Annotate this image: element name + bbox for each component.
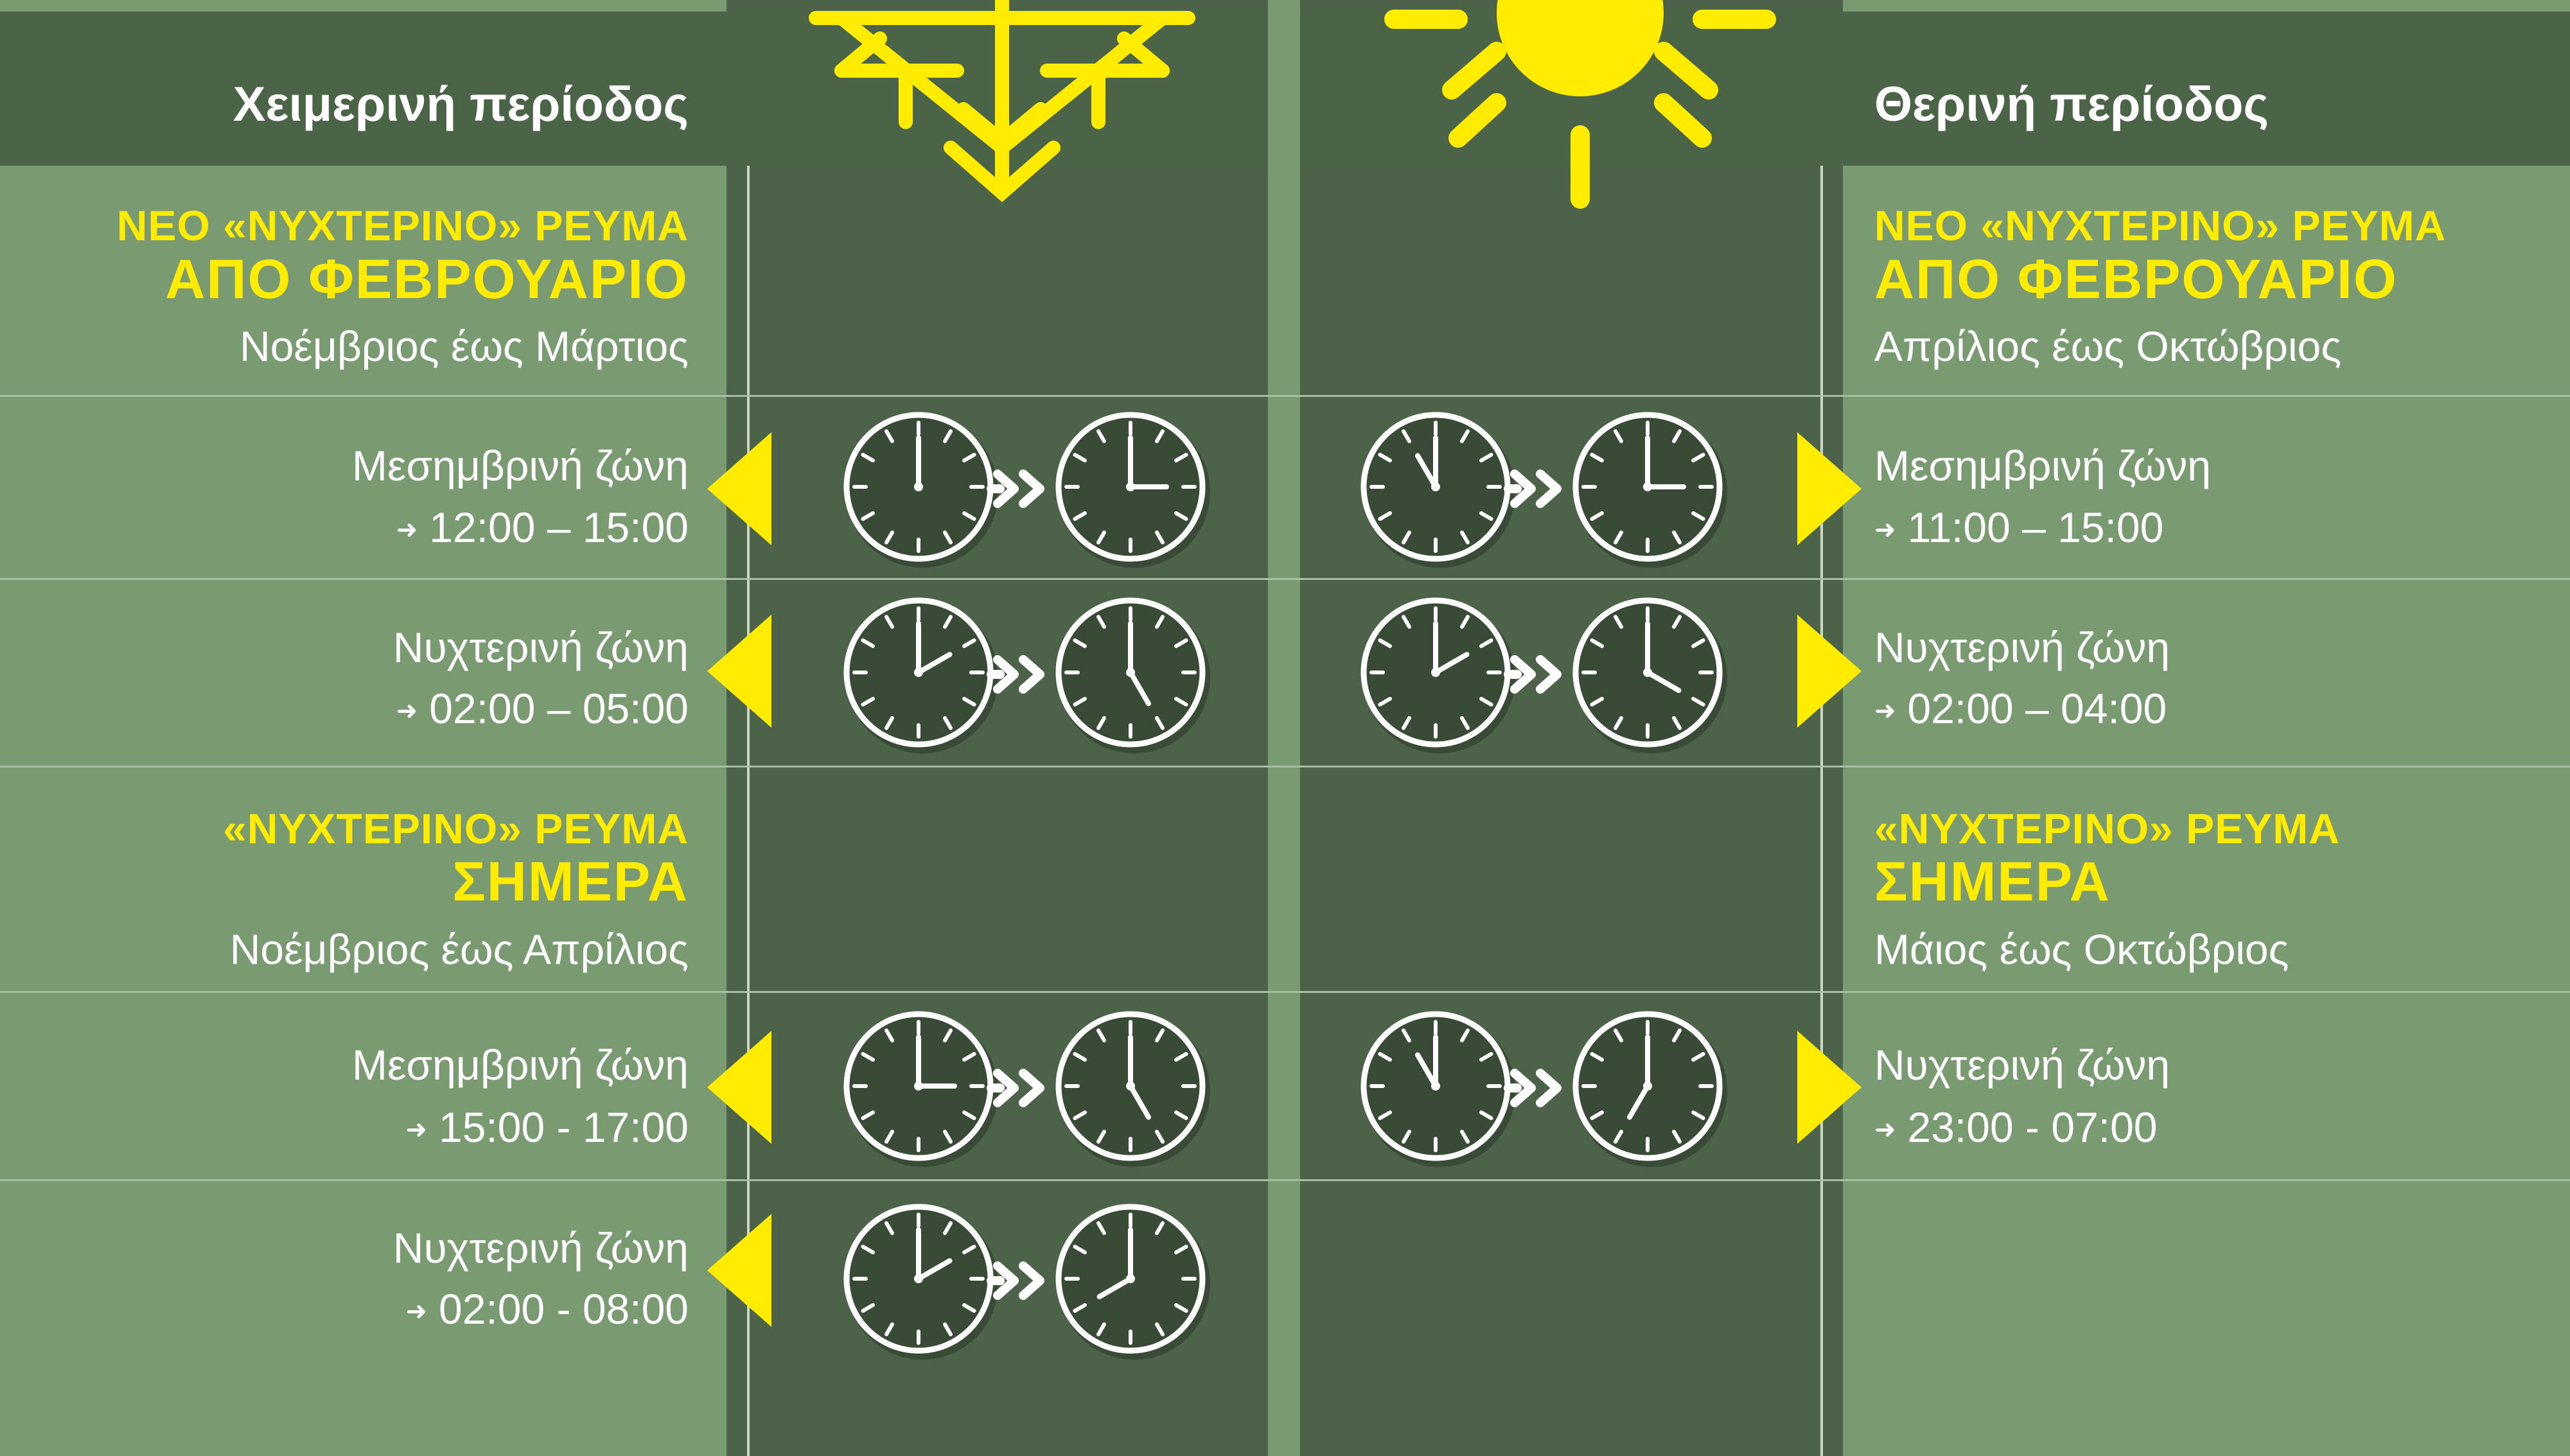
double-chevron-icon [1504, 655, 1562, 694]
hour-hand [916, 1258, 953, 1281]
winter-new-row2-zone: Νυχτερινή ζώνη [392, 624, 689, 671]
pointer-left-icon [707, 1031, 771, 1144]
clock-to-icon [1055, 1011, 1210, 1167]
hour-hand [1415, 453, 1438, 489]
winter-guide-line [747, 166, 750, 1456]
pointer-right-icon [1797, 615, 1861, 728]
summer-current-row1-zone: Νυχτερινή ζώνη [1874, 1041, 2170, 1089]
arrow-right-icon: ➜ [396, 516, 418, 544]
double-chevron-icon [987, 469, 1044, 508]
winter-panel [0, 0, 726, 1456]
clock-from-icon [843, 597, 998, 753]
winter-current-line2: ΣΗΜΕΡΑ [452, 851, 689, 913]
hour-hand [1627, 1083, 1650, 1120]
sun-icon [1384, 0, 1776, 209]
clock-from-icon [1360, 412, 1515, 568]
double-chevron-icon [1504, 1069, 1562, 1107]
clock-from-icon [843, 1011, 998, 1167]
summer-current-line1: «ΝΥΧΤΕΡΙΝΟ» ΡΕΥΜΑ [1874, 805, 2340, 852]
snowflake-icon [809, 0, 1195, 202]
arrow-right-icon: ➜ [405, 1116, 428, 1144]
hour-hand [1096, 1276, 1133, 1299]
summer-current-row1-time: ➜23:00 - 07:00 [1874, 1103, 2158, 1151]
summer-current-months: Μάιος έως Οκτώβριος [1874, 925, 2289, 973]
winter-current-row1-clocks [843, 1011, 1210, 1167]
clock-to-icon [1572, 597, 1727, 753]
clock-from-icon [843, 1204, 998, 1360]
clock-to-icon [1055, 1204, 1210, 1360]
arrow-right-icon: ➜ [1874, 516, 1896, 544]
summer-new-row2-time: ➜02:00 – 04:00 [1874, 685, 2167, 732]
summer-current-row1-clocks [1360, 1011, 1727, 1167]
winter-current-months: Νοέμβριος έως Απρίλιος [229, 925, 689, 973]
arrow-right-icon: ➜ [1874, 697, 1896, 725]
clock-to-icon [1572, 412, 1727, 568]
summer-new-months: Απρίλιος έως Οκτώβριος [1874, 322, 2342, 370]
arrow-right-icon: ➜ [1874, 1116, 1896, 1144]
summer-new-row1-zone: Μεσημβρινή ζώνη [1874, 442, 2212, 489]
summer-new-row2-clocks [1360, 597, 1727, 753]
summer-header-title: Θερινή περίοδος [1874, 77, 2269, 132]
clock-from-icon [1360, 597, 1515, 753]
double-chevron-icon [987, 1069, 1044, 1107]
summer-current-line2: ΣΗΜΕΡΑ [1874, 851, 2111, 913]
winter-current-row1-time: ➜15:00 - 17:00 [405, 1103, 689, 1151]
summer-new-row2-zone: Νυχτερινή ζώνη [1874, 624, 2170, 671]
row-separator [0, 991, 2570, 993]
winter-new-row1-time: ➜12:00 – 15:00 [396, 504, 689, 551]
winter-new-row2-clocks [843, 597, 1210, 753]
row-separator [0, 578, 2570, 580]
hour-hand [1433, 652, 1470, 675]
pointer-right-icon [1797, 1031, 1861, 1144]
arrow-right-icon: ➜ [405, 1297, 428, 1326]
pointer-right-icon [1797, 432, 1861, 545]
center-divider [1268, 0, 1300, 1456]
hour-hand [1128, 670, 1151, 706]
winter-new-row1-clocks [843, 412, 1210, 568]
winter-current-row2-clocks [843, 1204, 1210, 1360]
hour-hand [1645, 670, 1682, 693]
winter-new-line1: ΝΕΟ «ΝΥΧΤΕΡΙΝΟ» ΡΕΥΜΑ [116, 202, 689, 249]
winter-header-title: Χειμερινή περίοδος [233, 77, 689, 132]
clock-to-icon [1055, 412, 1210, 568]
hour-hand [916, 652, 953, 675]
winter-new-line2: ΑΠΟ ΦΕΒΡΟΥΑΡΙΟ [165, 249, 689, 310]
summer-new-line1: ΝΕΟ «ΝΥΧΤΕΡΙΝΟ» ΡΕΥΜΑ [1874, 202, 2447, 249]
clock-from-icon [1360, 1011, 1515, 1167]
winter-new-row2-time: ➜02:00 – 05:00 [396, 685, 689, 732]
winter-current-row1-zone: Μεσημβρινή ζώνη [351, 1041, 689, 1089]
summer-guide-line [1820, 166, 1823, 1456]
hour-hand [1128, 1083, 1151, 1120]
clock-from-icon [843, 412, 998, 568]
winter-current-row2-time: ➜02:00 - 08:00 [405, 1285, 689, 1333]
summer-panel [1843, 0, 2570, 1456]
pointer-left-icon [707, 615, 771, 728]
arrow-right-icon: ➜ [396, 697, 418, 725]
double-chevron-icon [1504, 469, 1562, 508]
hour-hand [1415, 1052, 1438, 1089]
summer-new-row1-clocks [1360, 412, 1727, 568]
row-separator [0, 766, 2570, 767]
clock-to-icon [1572, 1011, 1727, 1167]
clock-to-icon [1055, 597, 1210, 753]
double-chevron-icon [987, 655, 1044, 694]
row-separator [0, 1179, 2570, 1181]
summer-new-row1-time: ➜11:00 – 15:00 [1874, 504, 2164, 551]
winter-current-line1: «ΝΥΧΤΕΡΙΝΟ» ΡΕΥΜΑ [223, 805, 689, 852]
winter-new-months: Νοέμβριος έως Μάρτιος [240, 322, 689, 370]
summer-new-line2: ΑΠΟ ΦΕΒΡΟΥΑΡΙΟ [1874, 249, 2398, 310]
pointer-left-icon [707, 432, 771, 545]
winter-new-row1-zone: Μεσημβρινή ζώνη [351, 442, 689, 489]
pointer-left-icon [707, 1214, 771, 1327]
row-separator [0, 395, 2570, 397]
winter-header-band [0, 12, 1268, 166]
winter-current-row2-zone: Νυχτερινή ζώνη [392, 1224, 689, 1272]
double-chevron-icon [987, 1261, 1044, 1300]
